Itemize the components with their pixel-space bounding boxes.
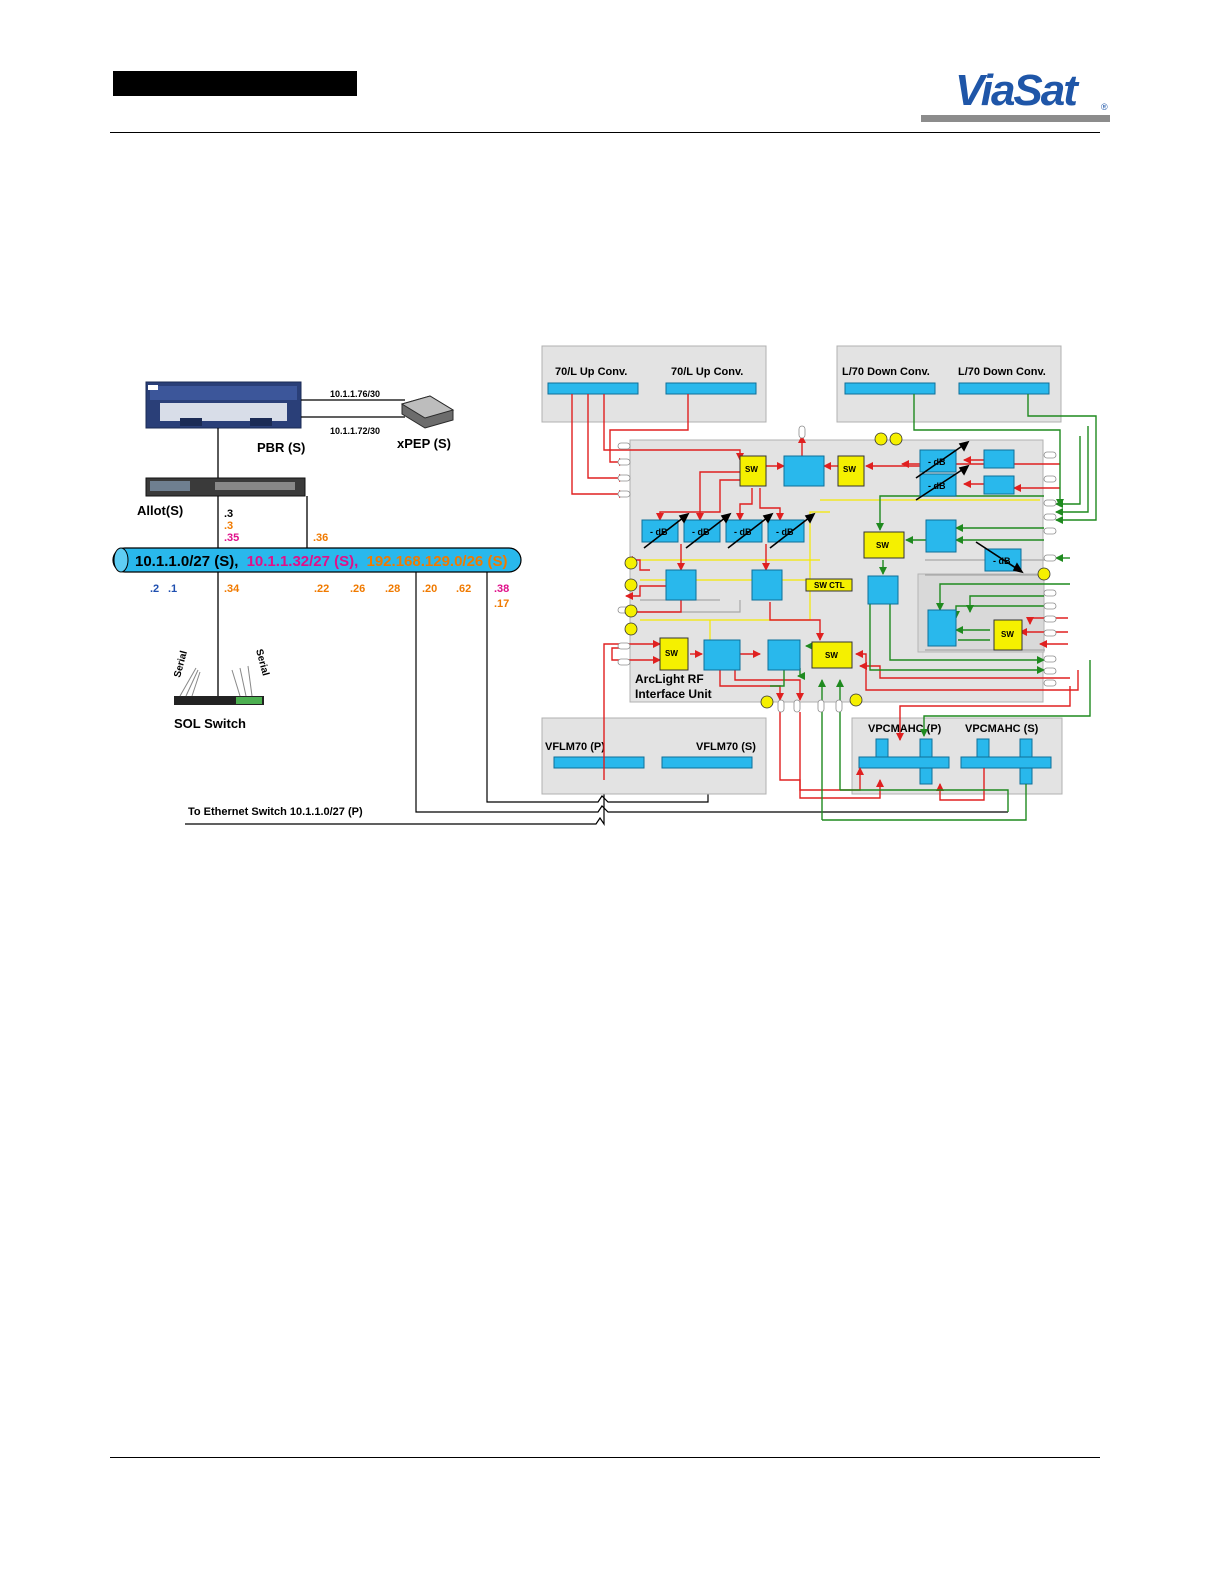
splitter-bottom-2 xyxy=(767,639,801,671)
subnet-part-2: 10.1.1.32/27 (S), xyxy=(247,553,359,570)
switch-5-label: SW xyxy=(665,649,678,658)
sw-ctl-box xyxy=(805,578,853,592)
combiner-top xyxy=(783,455,825,487)
switch-1 xyxy=(739,455,767,487)
addr-38: .38 xyxy=(494,583,509,595)
addr-34: .34 xyxy=(224,583,240,595)
addr-28: .28 xyxy=(385,583,400,595)
ethernet-note: To Ethernet Switch 10.1.1.0/27 (P) xyxy=(188,806,363,818)
vflm-unit-s xyxy=(661,756,753,769)
up-conv-label-2: 70/L Up Conv. xyxy=(671,366,743,378)
rfiu-label-line1: ArcLight RF xyxy=(635,672,704,686)
switch-6 xyxy=(811,641,853,669)
pbr-label: PBR (S) xyxy=(257,440,305,455)
pbr-router xyxy=(145,381,302,429)
subnet-part-3: 192.168.129.0/26 (S) xyxy=(367,553,508,570)
allot-addr-orange: .3 xyxy=(224,520,233,532)
logo-text: ViaSat xyxy=(955,66,1078,115)
viasat-logo: ViaSat ® xyxy=(921,66,1111,124)
down-conv-label-1: L/70 Down Conv. xyxy=(842,366,930,378)
addr-22: .22 xyxy=(314,583,329,595)
serial-left-label: Serial xyxy=(172,649,190,678)
splitter-right-1 xyxy=(925,519,957,553)
vpcmahc-unit-p xyxy=(858,756,950,769)
pbr-link-bottom-addr: 10.1.1.72/30 xyxy=(330,426,380,436)
switch-5 xyxy=(659,637,689,671)
down-conv-unit-2 xyxy=(958,382,1050,395)
down-conv-unit-1 xyxy=(844,382,936,395)
up-conv-unit-2 xyxy=(665,382,757,395)
logo-underline-bar xyxy=(921,115,1110,122)
subnet-part-1: 10.1.1.0/27 (S), xyxy=(135,553,238,570)
allot-addr-black: .3 xyxy=(224,508,233,520)
addr-26: .26 xyxy=(350,583,365,595)
addr-blue-1: .1 xyxy=(168,583,177,595)
addr-62: .62 xyxy=(456,583,471,595)
addr-20: .20 xyxy=(422,583,437,595)
vflm-label-s: VFLM70 (S) xyxy=(696,741,756,753)
switch-6-label: SW xyxy=(825,651,838,660)
vpcmahc-label-p: VPCMAHC (P) xyxy=(868,723,942,735)
sw-ctl-label: SW CTL xyxy=(814,581,845,590)
atten-label-2: - dB xyxy=(692,527,710,537)
redacted-title-bar xyxy=(113,71,357,96)
atten-label-3: - dB xyxy=(734,527,752,537)
addr-blue-2: .2 xyxy=(150,583,159,595)
switch-4-label: SW xyxy=(1001,630,1014,639)
splitter-left-1 xyxy=(665,569,697,601)
header-rule xyxy=(110,132,1100,133)
vflm-unit-p xyxy=(553,756,645,769)
allot-device xyxy=(145,477,306,497)
switch-1-label: SW xyxy=(745,465,758,474)
logo-registered-mark: ® xyxy=(1101,102,1108,112)
pbr-link-top-addr: 10.1.1.76/30 xyxy=(330,389,380,399)
vflm-label-p: VFLM70 (P) xyxy=(545,741,605,753)
atten-label-4: - dB xyxy=(776,527,794,537)
switch-2 xyxy=(837,455,865,487)
atten-label-7: - dB xyxy=(993,556,1011,566)
rfiu-label-line2: Interface Unit xyxy=(635,687,712,701)
xpep-label: xPEP (S) xyxy=(397,436,451,451)
vpcmahc-label-s: VPCMAHC (S) xyxy=(965,723,1039,735)
switch-2-label: SW xyxy=(843,465,856,474)
switch-3-label: SW xyxy=(876,541,889,550)
switch-4 xyxy=(993,619,1023,651)
sol-switch-device xyxy=(174,665,264,705)
splitter-bottom-1 xyxy=(703,639,741,671)
addr-17: .17 xyxy=(494,598,509,610)
sol-switch-label: SOL Switch xyxy=(174,716,246,731)
down-conv-label-2: L/70 Down Conv. xyxy=(958,366,1046,378)
up-conv-unit-1 xyxy=(547,382,639,395)
splitter-right-2 xyxy=(867,575,899,605)
atten-label-5: - dB xyxy=(928,457,946,467)
atten-label-1: - dB xyxy=(650,527,668,537)
vflm-panel xyxy=(541,717,767,795)
subnet-bar xyxy=(112,547,522,573)
serial-right-label: Serial xyxy=(253,648,271,677)
xpep-device xyxy=(400,395,455,429)
switch-3 xyxy=(863,531,905,559)
subnet-label: 10.1.1.0/27 (S), 10.1.1.32/27 (S), 192.1… xyxy=(135,553,507,570)
footer-rule xyxy=(110,1457,1100,1458)
allot-addr-right: .36 xyxy=(313,532,328,544)
splitter-left-2 xyxy=(751,569,783,601)
allot-label: Allot(S) xyxy=(137,503,183,518)
splitter-right-3 xyxy=(927,609,957,647)
vpcmahc-unit-s xyxy=(960,756,1052,769)
allot-addr-magenta: .35 xyxy=(224,532,239,544)
attenuator-row xyxy=(641,449,1022,572)
atten-label-6: - dB xyxy=(928,481,946,491)
up-conv-label-1: 70/L Up Conv. xyxy=(555,366,627,378)
